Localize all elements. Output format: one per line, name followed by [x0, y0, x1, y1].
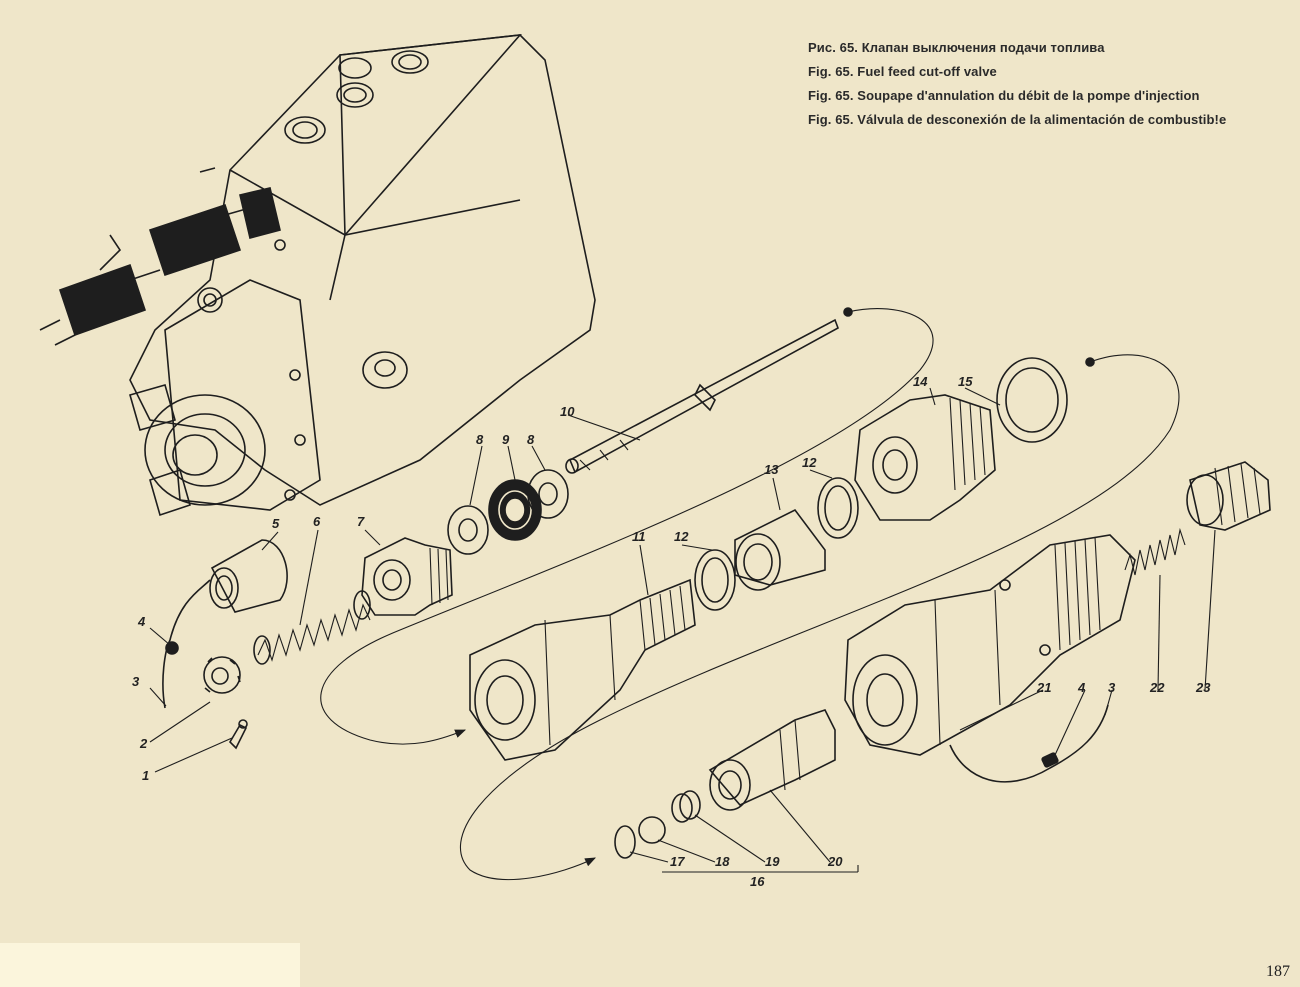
caption-french: Fig. 65. Soupape d'annulation du débit d… [808, 88, 1200, 103]
shaft-part [565, 307, 853, 474]
label-part-12b: 12 [802, 455, 817, 470]
page-corner-patch [0, 943, 300, 987]
seal-wire-part [162, 579, 211, 709]
label-part-23: 23 [1195, 680, 1211, 695]
label-part-5: 5 [272, 516, 280, 531]
label-part-2: 2 [139, 736, 148, 751]
label-part-22: 22 [1149, 680, 1165, 695]
label-part-13: 13 [764, 462, 779, 477]
label-part-6: 6 [313, 514, 321, 529]
label-part-8a: 8 [476, 432, 484, 447]
label-part-9: 9 [502, 432, 510, 447]
label-part-7: 7 [357, 514, 365, 529]
sleeve-part [734, 508, 826, 591]
label-part-12a: 12 [674, 529, 689, 544]
adapter-nut-part [361, 537, 453, 616]
figure-captions: Рис. 65. Клапан выключения подачи топлив… [808, 36, 1288, 132]
valve-body-part [469, 578, 696, 761]
label-part-16: 16 [750, 874, 765, 889]
washer-part-a [447, 505, 489, 555]
valve-seat-part [708, 709, 836, 811]
label-part-4b: 4 [1077, 680, 1086, 695]
label-part-8b: 8 [527, 432, 535, 447]
ball-part [638, 816, 666, 844]
cap-part [209, 539, 288, 613]
retaining-ring-part [614, 825, 636, 859]
label-part-18: 18 [715, 854, 730, 869]
part-number-labels: 1 2 3 4 5 6 7 8 9 8 10 11 12 13 12 14 15… [132, 374, 1211, 889]
threaded-adapter-part [854, 394, 996, 521]
housing-body-part [844, 534, 1136, 756]
label-part-20: 20 [827, 854, 843, 869]
pump-housing [39, 33, 596, 517]
o-ring-part-b [817, 477, 859, 539]
label-part-19: 19 [765, 854, 780, 869]
label-part-4: 4 [137, 614, 146, 629]
end-cap-part [1186, 461, 1271, 531]
castle-nut-part [203, 656, 241, 694]
lead-seal-part [165, 641, 179, 655]
label-part-11: 11 [632, 529, 646, 544]
label-part-17: 17 [670, 854, 685, 869]
o-ring-part-a [694, 549, 736, 611]
cotter-pin-part [228, 719, 248, 750]
gasket-ring-part [996, 357, 1095, 443]
check-spring-part [671, 790, 701, 823]
label-part-3b: 3 [1108, 680, 1116, 695]
assembly-flow-lines [320, 308, 1180, 881]
caption-spanish: Fig. 65. Válvula de desconexión de la al… [808, 112, 1227, 127]
seal-wire-part-b [949, 704, 1109, 783]
label-part-3: 3 [132, 674, 140, 689]
washer-part-b [527, 469, 569, 519]
label-part-1: 1 [142, 768, 149, 783]
caption-russian: Рис. 65. Клапан выключения подачи топлив… [808, 40, 1105, 55]
caption-english: Fig. 65. Fuel feed cut-off valve [808, 64, 997, 79]
label-part-15: 15 [958, 374, 973, 389]
label-part-10: 10 [560, 404, 575, 419]
leader-lines [149, 387, 1216, 873]
label-part-21: 21 [1036, 680, 1051, 695]
label-part-14: 14 [913, 374, 928, 389]
return-spring-part [1124, 527, 1186, 576]
page-number: 187 [1266, 963, 1290, 980]
